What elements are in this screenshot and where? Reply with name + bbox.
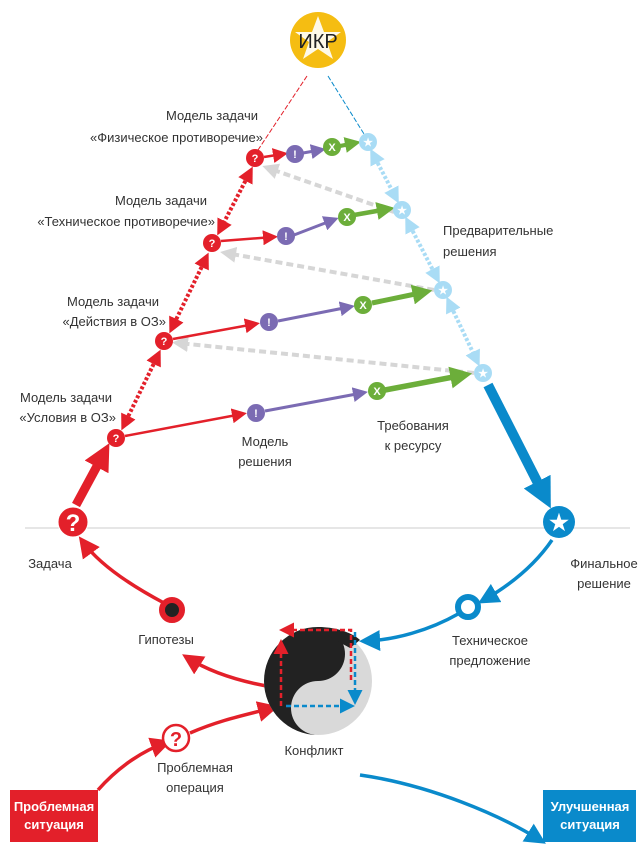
problem-operation-label: Проблемная <box>157 760 233 775</box>
tech-proposal-label: предложение <box>449 653 530 668</box>
level-label: Модель задачи <box>115 193 207 208</box>
solution-model-node <box>286 145 304 163</box>
question-icon: ? <box>252 153 259 165</box>
hypotheses-label: Гипотезы <box>138 632 194 647</box>
improved-situation-box <box>543 790 636 842</box>
level-label: Модель задачи <box>166 108 258 123</box>
solution-model-label: Модель <box>242 434 289 449</box>
star-icon: ★ <box>397 205 407 217</box>
cross-icon: X <box>343 212 351 224</box>
final-label: решение <box>577 576 631 591</box>
preliminary-label: Предварительные <box>443 223 553 238</box>
insight-icon: ! <box>284 231 288 243</box>
level-label: «Техническое противоречие» <box>37 214 215 229</box>
resource-label: к ресурсу <box>385 438 442 453</box>
star-icon <box>295 16 341 59</box>
level-label: «Действия в ОЗ» <box>62 314 166 329</box>
task-label: Задача <box>28 556 72 571</box>
conflict-cycle <box>273 622 363 714</box>
final-solution-node <box>543 506 575 538</box>
level-label: «Условия в ОЗ» <box>19 410 116 425</box>
star-icon: ★ <box>478 368 488 380</box>
insight-icon: ! <box>293 149 297 161</box>
question-icon: ? <box>161 336 168 348</box>
resource-node <box>368 382 386 400</box>
level-label: «Физическое противоречие» <box>90 130 263 145</box>
star-icon: ★ <box>438 285 448 297</box>
solution-model-node <box>260 313 278 331</box>
cross-icon: X <box>373 386 381 398</box>
level-label: Модель задачи <box>20 390 112 405</box>
solution-model-label: решения <box>238 454 292 469</box>
level-transitions <box>121 166 253 431</box>
problem-model-node <box>203 234 221 252</box>
ikr-link-red <box>257 75 308 151</box>
problem-situation-box <box>10 790 98 842</box>
star-icon: ★ <box>549 510 569 535</box>
solution-transitions <box>370 148 480 367</box>
question-icon: ? <box>113 433 120 445</box>
cross-icon: X <box>359 300 367 312</box>
ikr-label: ИКР <box>298 31 337 53</box>
hypothesis-node <box>159 597 185 623</box>
solution-model-node <box>277 227 295 245</box>
preliminary-solution-node <box>474 364 492 382</box>
question-icon: ? <box>209 238 216 250</box>
ikr-link-blue <box>327 75 365 135</box>
problem-operation-label: операция <box>166 780 224 795</box>
problem-model-node <box>246 149 264 167</box>
feedback-arrows <box>172 163 475 375</box>
ikr-node: ИКР <box>290 12 346 68</box>
preliminary-solution-node <box>393 201 411 219</box>
final-label: Финальное <box>570 556 638 571</box>
resource-label: Требования <box>377 418 449 433</box>
star-icon: ★ <box>363 137 373 149</box>
preliminary-label: решения <box>443 244 497 259</box>
problem-operation-node <box>161 723 191 753</box>
question-icon: ? <box>66 510 81 537</box>
final-down-arrow <box>483 382 551 509</box>
insight-icon: ! <box>267 317 271 329</box>
task-node <box>57 506 89 538</box>
task-up-arrow <box>72 443 110 508</box>
conflict-label: Конфликт <box>284 743 343 758</box>
improved-situation-line2: ситуация <box>560 817 620 832</box>
resource-node <box>354 296 372 314</box>
tech-proposal-label: Техническое <box>452 633 528 648</box>
solution-chains <box>124 137 473 438</box>
level-label: Модель задачи <box>67 294 159 309</box>
improved-situation-line1: Улучшенная <box>551 799 630 814</box>
cross-icon: X <box>328 142 336 154</box>
tech-proposal-node <box>455 594 481 620</box>
problem-situation-line1: Проблемная <box>14 799 94 814</box>
process-curves <box>78 536 554 844</box>
insight-icon: ! <box>254 408 258 420</box>
question-icon: ? <box>170 729 182 751</box>
solution-model-node <box>247 404 265 422</box>
resource-node <box>338 208 356 226</box>
problem-model-node <box>155 332 173 350</box>
preliminary-solution-node <box>359 133 377 151</box>
preliminary-solution-node <box>434 281 452 299</box>
problem-model-node <box>107 429 125 447</box>
problem-situation-line2: ситуация <box>24 817 84 832</box>
resource-node <box>323 138 341 156</box>
